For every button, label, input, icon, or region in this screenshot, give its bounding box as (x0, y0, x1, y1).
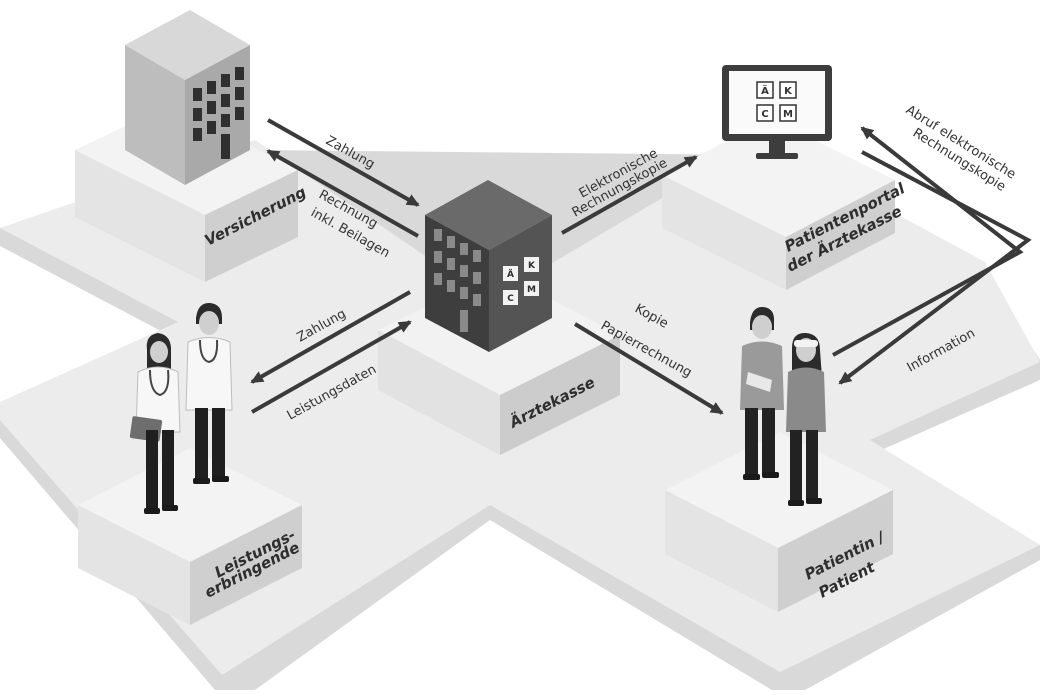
block-top (662, 118, 895, 237)
provider-block (78, 448, 302, 625)
block-left (662, 175, 786, 290)
block-left (75, 150, 205, 282)
building-right (185, 45, 250, 185)
doctor-female (129, 333, 181, 514)
patient-male (740, 306, 784, 480)
building-top (425, 180, 552, 250)
block-right (190, 505, 302, 625)
block-right (786, 180, 895, 290)
monitor-key-c: C (761, 109, 768, 120)
monitor-logo: Ä K C M (756, 81, 797, 122)
monitor-key-a: Ä (761, 83, 769, 97)
block-left (665, 490, 778, 612)
block-left (78, 505, 190, 625)
doctor-male (185, 302, 233, 484)
arrow-service-data (251, 320, 412, 414)
center-key-m: M (527, 285, 536, 295)
building-left (425, 215, 489, 352)
portal-monitor: Ä K C M (722, 65, 832, 159)
arrow-retrieval (832, 126, 1024, 357)
building-top (125, 10, 250, 80)
block-right (205, 170, 298, 282)
block-left (378, 330, 500, 455)
block-right (500, 335, 620, 455)
block-top (665, 432, 893, 548)
arrow-invoice (266, 149, 419, 238)
arrow-electronic-copy (561, 155, 698, 235)
arrow-provider-payment (250, 290, 411, 384)
monitor-key-m: M (783, 109, 793, 120)
center-building: Ä K C M (425, 180, 552, 352)
center-windows (434, 229, 481, 332)
arrow-insurance-payment (267, 118, 420, 207)
patient-block (665, 432, 893, 612)
monitor-key-k: K (784, 86, 793, 97)
arrow-paper-copy (573, 322, 724, 415)
center-key-a: Ä (507, 269, 514, 280)
center-key-k: K (528, 261, 536, 271)
insurance-building (125, 10, 250, 185)
arrow-information (838, 150, 1032, 385)
portal-block (662, 118, 895, 290)
monitor-screen (729, 71, 825, 134)
center-key-c: C (507, 294, 514, 304)
building-right (489, 215, 552, 352)
building-left (125, 45, 185, 185)
flow-arrows (250, 118, 1032, 415)
block-right (778, 490, 893, 612)
patient-female (786, 332, 826, 506)
center-logo: Ä K C M (503, 257, 539, 305)
insurance-windows (193, 67, 244, 159)
